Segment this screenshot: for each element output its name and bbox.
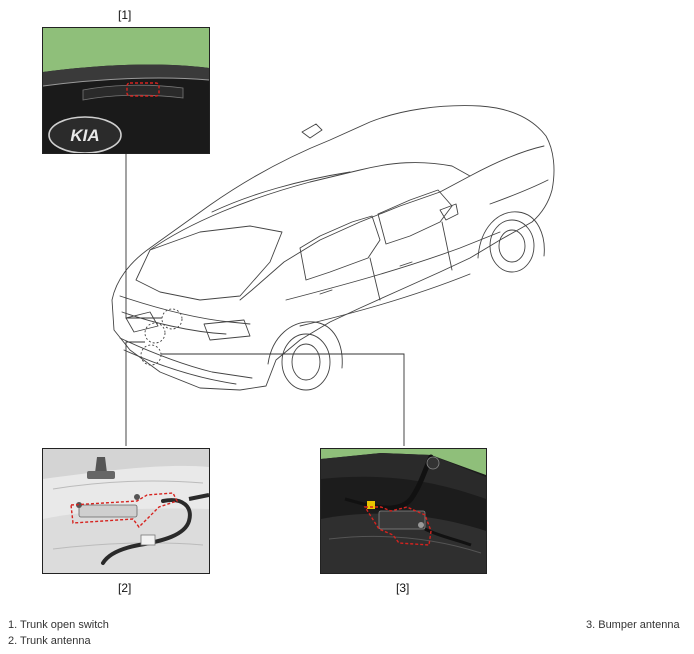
- callout-label-3: [3]: [396, 581, 410, 595]
- leader-line-1: [125, 152, 162, 319]
- locator-circle-bumper-antenna: [140, 344, 162, 366]
- locator-circle-trunk-antenna: [144, 322, 166, 344]
- callout-label-1: [1]: [118, 8, 132, 22]
- sky-area: [43, 28, 209, 72]
- highlight-bumper-antenna: [363, 506, 432, 546]
- legend-right: 3. Bumper antenna: [586, 617, 680, 633]
- car-outline: [111, 105, 555, 391]
- sky-area-bumper: [321, 449, 486, 475]
- leader-lines: [125, 152, 405, 446]
- leader-line-2: [125, 341, 145, 446]
- callout-label-2: [2]: [118, 581, 132, 595]
- kia-logo: [48, 116, 122, 153]
- photo-trunk-antenna: [42, 448, 210, 574]
- locator-circles: [140, 308, 183, 366]
- legend-item-1: 1. Trunk open switch: [8, 619, 109, 631]
- photo-trunk-open-switch: KIA: [42, 27, 210, 154]
- legend-item-3: 3. Bumper antenna: [586, 619, 680, 631]
- legend-item-2: 2. Trunk antenna: [8, 635, 91, 647]
- locator-circle-trunk-switch: [161, 308, 183, 330]
- leader-line-3: [161, 353, 405, 446]
- highlight-trunk-switch: [126, 82, 160, 97]
- highlight-trunk-antenna: [70, 492, 178, 529]
- kia-logo-text: KIA: [70, 126, 99, 145]
- legend-left: 1. Trunk open switch 2. Trunk antenna: [8, 617, 109, 649]
- photo-bumper-antenna: [320, 448, 487, 574]
